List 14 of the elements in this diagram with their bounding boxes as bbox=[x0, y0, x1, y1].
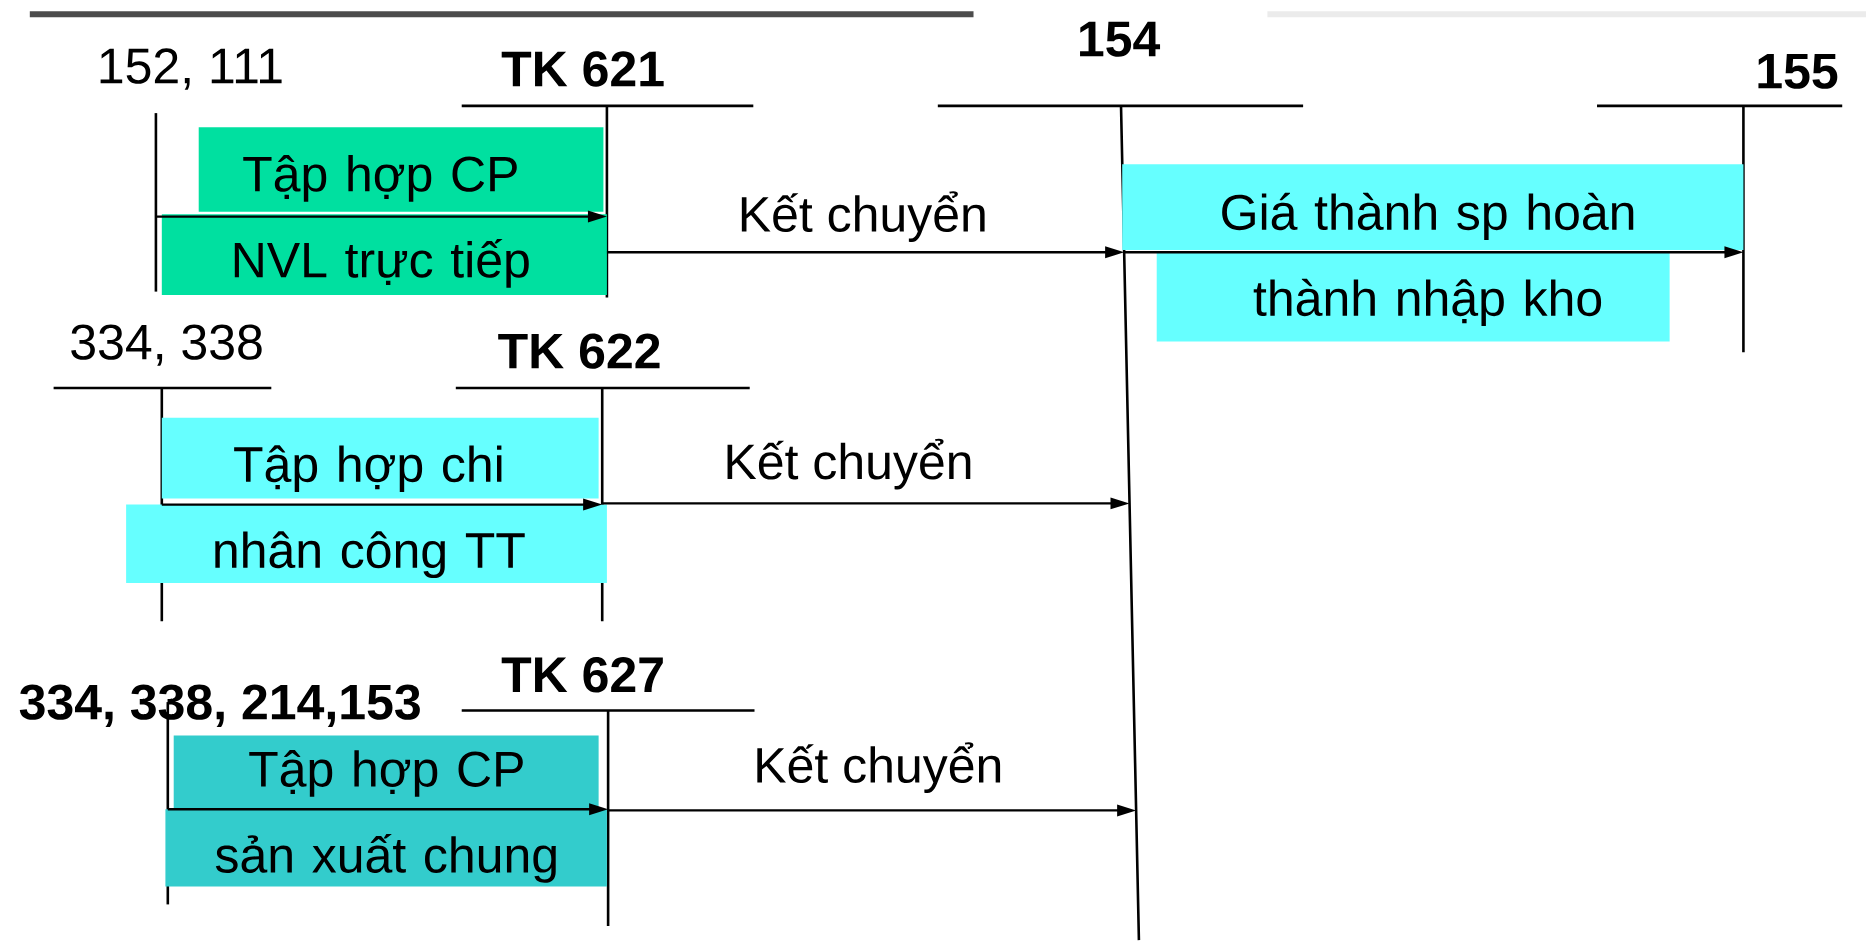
edge-label: Tập hợp chi nhân công TT bbox=[126, 417, 607, 584]
edge-label: Tập hợp CP sản xuất chung bbox=[165, 735, 607, 887]
edge-label: Kết chuyển bbox=[727, 438, 971, 490]
arrow bbox=[161, 498, 603, 511]
arrow bbox=[602, 497, 1130, 510]
edge-label: Kết chuyển bbox=[741, 191, 985, 242]
edge-label: Giá thành sp hoàn thành nhập kho bbox=[1122, 164, 1744, 342]
edge-label: Tập hợp CP NVL trực tiếp bbox=[161, 127, 607, 296]
edge-label: Kết chuyển bbox=[757, 742, 1001, 793]
arrow bbox=[155, 210, 607, 223]
arrow bbox=[1124, 246, 1744, 259]
arrow bbox=[608, 804, 1137, 817]
arrow bbox=[167, 803, 609, 816]
arrow bbox=[606, 246, 1125, 259]
